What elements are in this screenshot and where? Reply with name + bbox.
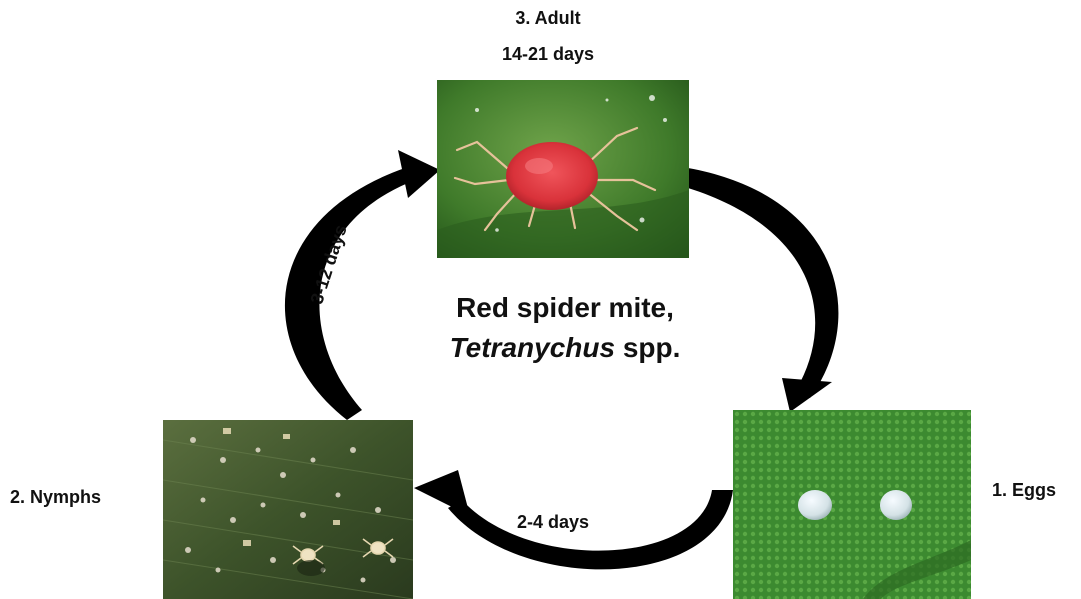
species-suffix: spp. xyxy=(615,332,680,363)
diagram-title: Red spider mite, Tetranychus spp. xyxy=(360,288,770,368)
nymphs-photo xyxy=(163,420,413,599)
arrow-head-adult-to-eggs xyxy=(782,378,832,412)
egg-to-nymph-duration: 2-4 days xyxy=(517,512,589,533)
arrow-eggs-to-nymphs xyxy=(448,490,733,569)
eggs-photo xyxy=(733,410,971,599)
adult-stage-title: 3. Adult xyxy=(448,8,648,29)
scientific-name: Tetranychus spp. xyxy=(360,328,770,368)
adult-mite-photo xyxy=(437,80,689,258)
arrow-head-nymph-to-adult xyxy=(398,150,440,198)
adult-stage-duration: 14-21 days xyxy=(448,44,648,65)
arrow-head-eggs-to-nymphs xyxy=(414,470,470,516)
egg-stage-title: 1. Eggs xyxy=(992,480,1056,501)
common-name: Red spider mite, xyxy=(360,288,770,328)
nymph-stage-title: 2. Nymphs xyxy=(10,487,101,508)
genus-name: Tetranychus xyxy=(450,332,615,363)
